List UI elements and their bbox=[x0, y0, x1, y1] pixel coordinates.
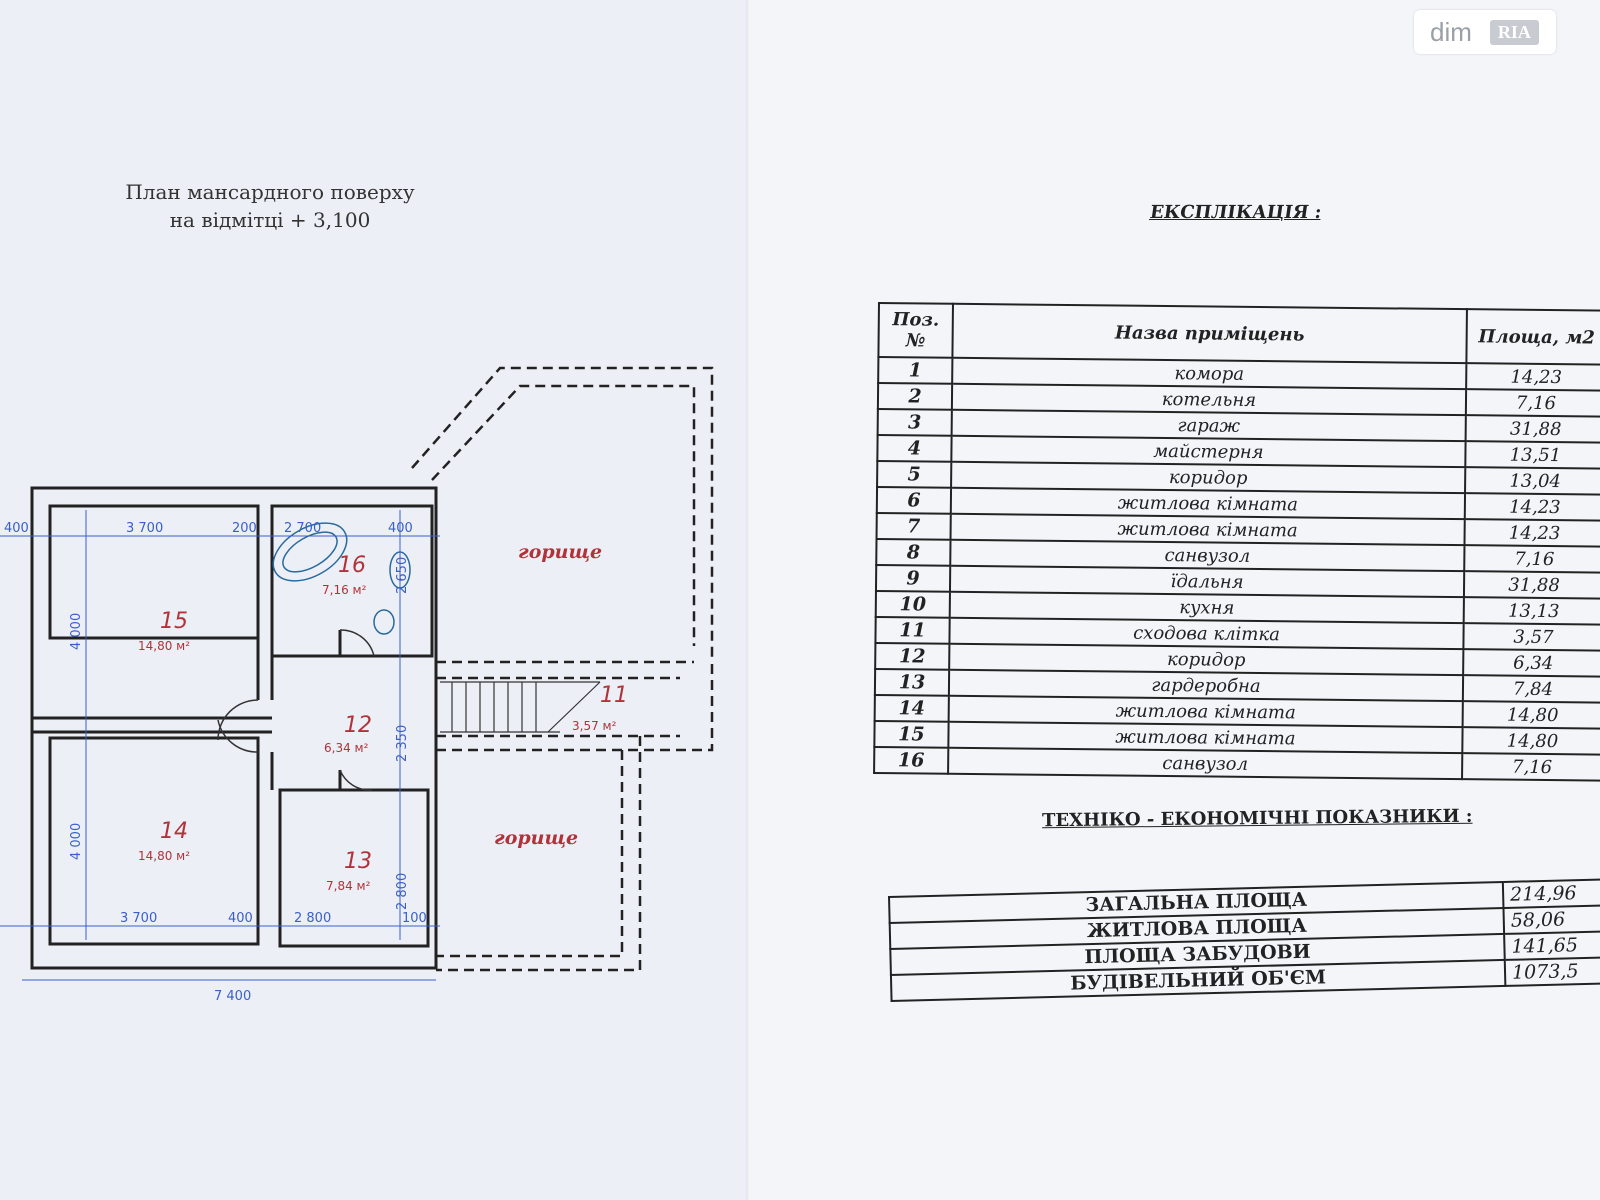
room-15-number: 15 bbox=[160, 609, 188, 634]
room-14-area: 14,80 м² bbox=[138, 849, 190, 863]
paper-fold bbox=[746, 0, 750, 1200]
room-13-area: 7,84 м² bbox=[326, 879, 371, 893]
header-name: Назва приміщень bbox=[952, 303, 1467, 364]
dim-100-bottom: 100 bbox=[402, 911, 427, 926]
row-area: 14,23 bbox=[1464, 493, 1600, 521]
row-area: 14,23 bbox=[1464, 519, 1600, 547]
row-number: 8 bbox=[876, 538, 951, 566]
dimension-lines bbox=[0, 510, 440, 981]
row-number: 5 bbox=[877, 461, 952, 488]
attic-label-top: горище bbox=[518, 541, 602, 563]
dim-2800-bottom: 2 800 bbox=[294, 911, 331, 926]
row-room-name: санвузол bbox=[948, 747, 1463, 780]
row-area: 14,80 bbox=[1462, 701, 1600, 729]
explication-header-row: Поз. № Назва приміщень Площа, м2 bbox=[878, 303, 1600, 365]
plan-title: План мансардного поверху на відмітці + 3… bbox=[100, 178, 440, 234]
dim-400-top-right: 400 bbox=[388, 521, 413, 536]
tech-value: 141,65 bbox=[1504, 931, 1600, 960]
dim-3700-top: 3 700 bbox=[126, 521, 163, 536]
tech-indicators-title: ТЕХНІКО - ЕКОНОМІЧНІ ПОКАЗНИКИ : bbox=[1041, 805, 1473, 832]
dim-4000-top: 4 000 bbox=[69, 613, 84, 650]
row-number: 15 bbox=[874, 720, 949, 748]
room-12-number: 12 bbox=[344, 713, 372, 738]
room-16-area: 7,16 м² bbox=[322, 583, 367, 597]
row-number: 14 bbox=[874, 694, 949, 722]
room-11-number: 11 bbox=[600, 683, 628, 708]
header-pos-line2: № bbox=[905, 330, 926, 352]
dim-2800-side: 2 800 bbox=[395, 873, 410, 910]
header-pos: Поз. № bbox=[878, 303, 953, 358]
walls bbox=[30, 486, 438, 970]
floor-plan-drawing: 15 16 12 11 14 13 горище горище 14,80 м²… bbox=[0, 366, 714, 1004]
room-16-number: 16 bbox=[338, 553, 366, 578]
row-area: 14,23 bbox=[1466, 363, 1600, 391]
plan-title-line1: План мансардного поверху bbox=[125, 180, 415, 204]
tech-value: 214,96 bbox=[1502, 879, 1600, 908]
attic-label-bottom: горище bbox=[494, 827, 578, 849]
row-area: 7,16 bbox=[1465, 389, 1600, 417]
dimension-labels: 400 3 700 200 2 700 400 3 700 400 2 800 … bbox=[4, 521, 427, 1004]
door-arcs bbox=[217, 629, 375, 791]
row-area: 31,88 bbox=[1463, 571, 1600, 599]
room-14-number: 14 bbox=[160, 819, 188, 844]
dim-2650: 2 650 bbox=[395, 557, 410, 594]
stairs bbox=[440, 681, 601, 733]
room-areas: 14,80 м² 7,16 м² 6,34 м² 3,57 м² 14,80 м… bbox=[138, 583, 617, 893]
row-number: 7 bbox=[876, 512, 951, 540]
row-number: 13 bbox=[874, 668, 950, 696]
header-pos-line1: Поз. bbox=[892, 309, 940, 331]
row-number: 16 bbox=[874, 746, 949, 774]
row-number: 1 bbox=[878, 357, 953, 384]
watermark-logo: dim RIA bbox=[1414, 10, 1556, 54]
row-number: 10 bbox=[875, 590, 950, 618]
row-area: 31,88 bbox=[1465, 415, 1600, 443]
watermark-badge: RIA bbox=[1489, 19, 1539, 45]
room-11-area: 3,57 м² bbox=[572, 719, 617, 733]
row-area: 6,34 bbox=[1463, 649, 1600, 677]
row-area: 7,16 bbox=[1462, 753, 1600, 781]
tech-value: 58,06 bbox=[1503, 905, 1600, 934]
dim-200-top: 200 bbox=[232, 521, 257, 536]
dim-3700-bottom: 3 700 bbox=[120, 911, 157, 926]
row-area: 7,16 bbox=[1464, 545, 1600, 573]
attic-outline bbox=[411, 366, 714, 972]
row-area: 13,04 bbox=[1465, 467, 1600, 495]
row-number: 3 bbox=[877, 409, 952, 436]
dim-400-bottom: 400 bbox=[228, 911, 253, 926]
watermark-brand: dim bbox=[1430, 16, 1472, 47]
right-sheet bbox=[748, 0, 1600, 1200]
row-number: 2 bbox=[877, 383, 953, 410]
header-area: Площа, м2 bbox=[1466, 309, 1600, 365]
row-area: 13,51 bbox=[1465, 441, 1600, 469]
dim-2700-top: 2 700 bbox=[284, 521, 321, 536]
row-area: 3,57 bbox=[1463, 623, 1600, 651]
row-area: 13,13 bbox=[1463, 597, 1600, 625]
row-number: 11 bbox=[875, 616, 950, 644]
row-number: 4 bbox=[877, 435, 952, 462]
dim-7400: 7 400 bbox=[214, 989, 251, 1004]
plan-title-line2: на відмітці + 3,100 bbox=[169, 208, 371, 232]
row-number: 6 bbox=[876, 487, 952, 514]
dim-4000-bottom: 4 000 bbox=[69, 823, 84, 860]
room-labels: 15 16 12 11 14 13 горище горище bbox=[160, 541, 628, 874]
room-15-area: 14,80 м² bbox=[138, 639, 190, 653]
room-12-area: 6,34 м² bbox=[324, 741, 369, 755]
dim-400-top: 400 bbox=[4, 521, 29, 536]
row-number: 12 bbox=[875, 642, 950, 670]
explication-title: ЕКСПЛІКАЦІЯ : bbox=[1148, 202, 1323, 223]
dim-2350: 2 350 bbox=[395, 725, 410, 762]
row-number: 9 bbox=[875, 564, 951, 592]
room-13-number: 13 bbox=[344, 849, 372, 874]
row-area: 7,84 bbox=[1462, 675, 1600, 703]
tech-value: 1073,5 bbox=[1504, 957, 1600, 986]
row-area: 14,80 bbox=[1462, 727, 1600, 755]
left-sheet bbox=[0, 0, 748, 1200]
